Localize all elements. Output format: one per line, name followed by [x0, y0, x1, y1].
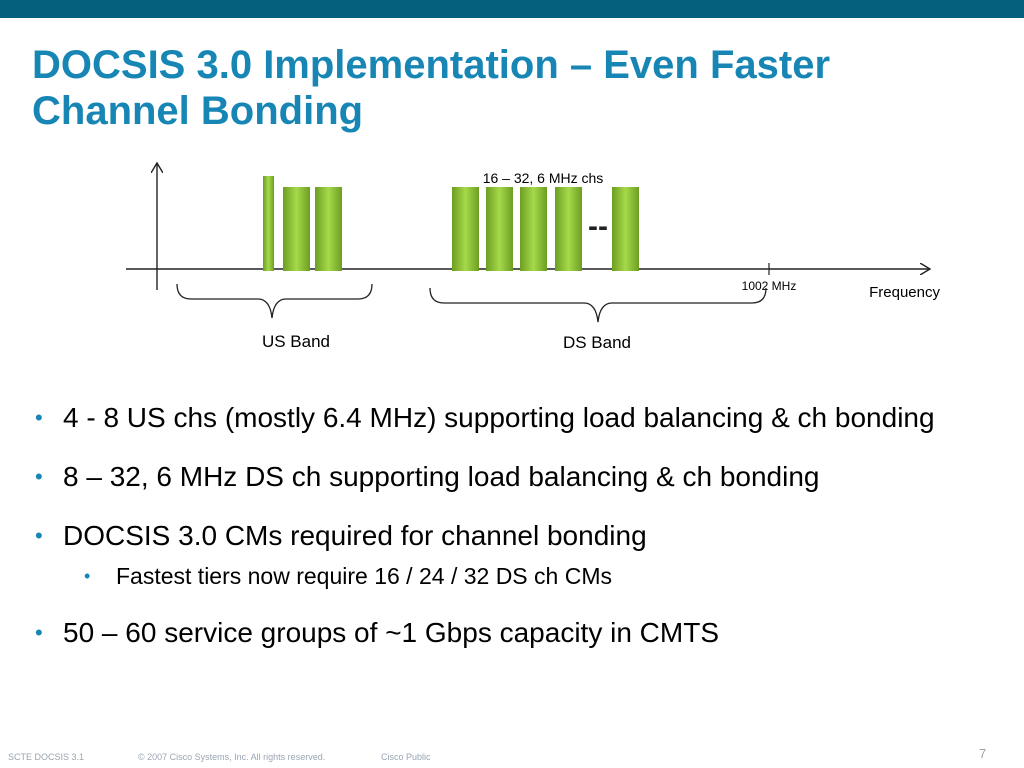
- bullet-text: DOCSIS 3.0 CMs required for channel bond…: [63, 520, 647, 551]
- channel-bonding-diagram: -- 16 – 32, 6 MHz chs 1002 MHz Frequency…: [126, 150, 940, 352]
- us-channel: [283, 187, 310, 271]
- bullet-item: • 50 – 60 service groups of ~1 Gbps capa…: [30, 613, 1010, 652]
- slide-title-line-1: DOCSIS 3.0 Implementation – Even Faster: [32, 43, 831, 87]
- channel-gap-marker: --: [588, 210, 608, 243]
- bullet-text: Fastest tiers now require 16 / 24 / 32 D…: [116, 563, 612, 589]
- 1002-mhz-label: 1002 MHz: [742, 279, 797, 293]
- ds-channel: [612, 187, 639, 271]
- bullet-text: 8 – 32, 6 MHz DS ch supporting load bala…: [63, 461, 820, 492]
- ds-band-brace: [429, 287, 767, 323]
- sub-bullet-item: • Fastest tiers now require 16 / 24 / 32…: [30, 561, 1010, 591]
- ds-channel: [486, 187, 513, 271]
- us-channel: [263, 176, 274, 271]
- top-banner: [0, 0, 1024, 18]
- page-number: 7: [979, 746, 987, 761]
- bullet-dot: •: [35, 464, 43, 489]
- footer-copyright: © 2007 Cisco Systems, Inc. All rights re…: [138, 752, 326, 762]
- ds-channel: [452, 187, 479, 271]
- footer-source: SCTE DOCSIS 3.1: [8, 752, 85, 762]
- slide-title-line-2: Channel Bonding: [32, 89, 364, 133]
- us-channel: [315, 187, 342, 271]
- bullet-text: 4 - 8 US chs (mostly 6.4 MHz) supporting…: [63, 402, 935, 433]
- bullet-dot: •: [84, 566, 91, 586]
- bullet-dot: •: [35, 405, 43, 430]
- frequency-axis-label: Frequency: [869, 284, 940, 301]
- slide-title: DOCSIS 3.0 Implementation – Even Faster …: [32, 42, 992, 134]
- bullet-list: • 4 - 8 US chs (mostly 6.4 MHz) supporti…: [30, 398, 1010, 672]
- bullet-dot: •: [35, 620, 43, 645]
- bullet-dot: •: [35, 523, 43, 548]
- bullet-item: • 8 – 32, 6 MHz DS ch supporting load ba…: [30, 457, 1010, 496]
- ds-channel: [520, 187, 547, 271]
- ds-channel-count-label: 16 – 32, 6 MHz chs: [483, 170, 604, 186]
- bullet-text: 50 – 60 service groups of ~1 Gbps capaci…: [63, 617, 719, 648]
- footer-classification: Cisco Public: [381, 752, 431, 762]
- bullet-item: • DOCSIS 3.0 CMs required for channel bo…: [30, 516, 1010, 555]
- ds-band-label: DS Band: [563, 333, 631, 352]
- us-band-label: US Band: [262, 332, 330, 351]
- us-band-brace: [176, 283, 373, 319]
- bullet-item: • 4 - 8 US chs (mostly 6.4 MHz) supporti…: [30, 398, 1010, 437]
- ds-channel: [555, 187, 582, 271]
